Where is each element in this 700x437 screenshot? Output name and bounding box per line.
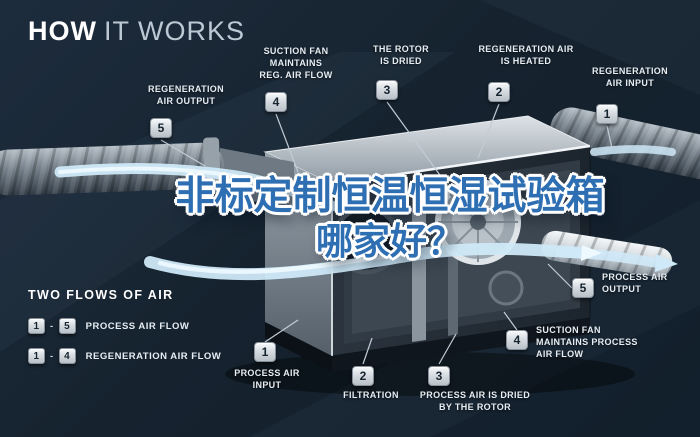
legend-item-process-air-flow: 1 - 5 PROCESS AIR FLOW <box>28 318 189 334</box>
callout-label-filtration: FILTRATION <box>343 390 399 400</box>
callout-label-regeneration-air-input: REGENERATION AIR INPUT <box>591 66 669 88</box>
callout-badge-3-process-dried: 3 <box>428 366 450 386</box>
legend-label-regeneration-air-flow: REGENERATION AIR FLOW <box>85 350 222 362</box>
callout-badge-2-filtration: 2 <box>352 366 374 386</box>
callout-badge-2-reg-heated: 2 <box>488 82 510 102</box>
callout-badge-5-process-output: 5 <box>572 278 594 298</box>
legend-label-process-air-flow: PROCESS AIR FLOW <box>85 320 190 332</box>
callout-label-rotor-is-dried: THE ROTOR IS DRIED <box>373 44 429 66</box>
desiccant-rotor <box>435 179 521 265</box>
suction-fan-motor <box>488 270 524 306</box>
legend-heading: TWO FLOWS OF AIR <box>28 288 174 302</box>
title-light: IT WORKS <box>103 16 245 46</box>
title-strong: HOW <box>28 16 97 46</box>
air-flow-ribbons <box>54 145 676 281</box>
callout-label-suction-fan-reg: SUCTION FAN MAINTAINS REG. AIR FLOW <box>259 46 333 80</box>
callout-badge-5-regeneration-output: 5 <box>150 118 172 138</box>
divider-panel <box>412 188 426 342</box>
legend-badge-from: 1 <box>28 348 45 364</box>
callout-label-regeneration-air-output: REGENERATION AIR OUTPUT <box>147 84 225 106</box>
callout-badge-1-reg-input: 1 <box>596 104 618 124</box>
callout-label-process-air-output: PROCESS AIR OUTPUT <box>602 272 668 294</box>
callout-badge-4-suction-fan-reg: 4 <box>265 92 287 112</box>
legend-badge-from: 1 <box>28 318 45 334</box>
overlay-line-1: 非标定制恒温恒湿试验箱 <box>175 175 605 218</box>
callout-badge-1-process-input: 1 <box>254 342 276 362</box>
overlay-line-2: 哪家好？ <box>316 221 464 263</box>
callout-label-suction-fan-process: SUCTION FAN MAINTAINS PROCESS AIR FLOW <box>536 325 638 359</box>
chinese-overlay-text: 非标定制恒温恒湿试验箱 哪家好？ <box>140 174 640 264</box>
callout-label-process-air-input: PROCESS AIR INPUT <box>234 368 300 390</box>
callout-badge-3-rotor-dried: 3 <box>376 80 398 100</box>
legend-badge-to: 5 <box>58 318 76 334</box>
callout-label-regeneration-air-heated: REGENERATION AIR IS HEATED <box>478 44 574 66</box>
callout-connector-lines <box>160 101 613 365</box>
callout-label-process-air-dried: PROCESS AIR IS DRIED BY THE ROTOR <box>419 390 531 412</box>
legend-dash: - <box>50 350 54 362</box>
legend-badge-to: 4 <box>58 348 76 364</box>
air-flow-arrowhead <box>655 254 678 272</box>
air-flow-arrowhead <box>581 245 602 261</box>
callout-badge-4-suction-fan-process: 4 <box>506 330 528 350</box>
legend-dash: - <box>50 320 54 332</box>
regeneration-air-duct-right <box>549 107 700 180</box>
legend-item-regeneration-air-flow: 1 - 4 REGENERATION AIR FLOW <box>28 348 221 364</box>
